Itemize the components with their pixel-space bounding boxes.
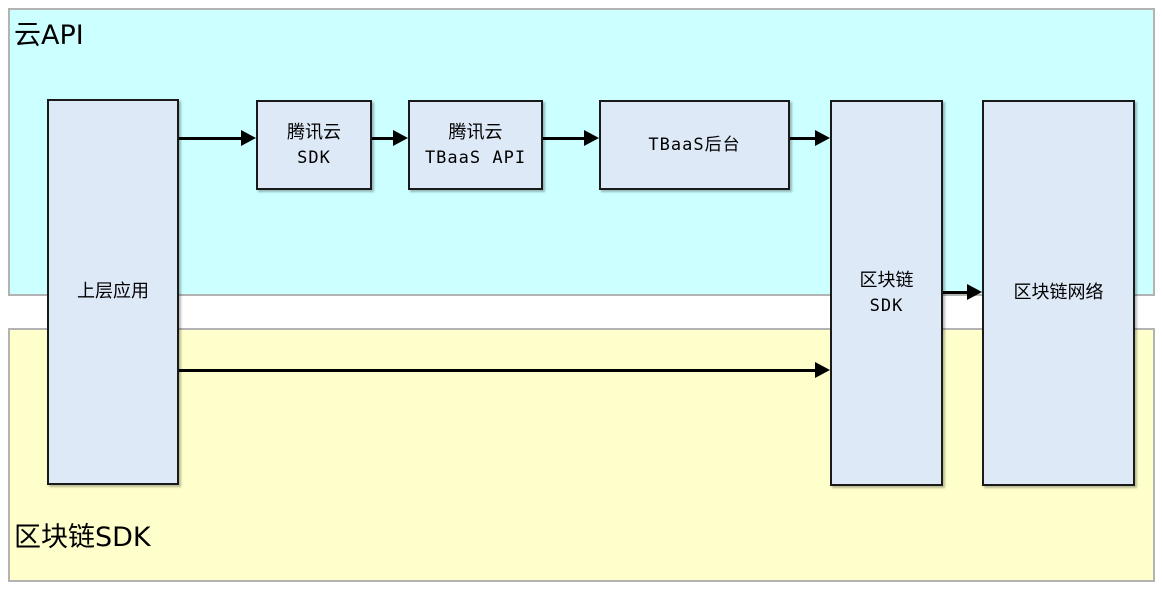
edge-tencent-sdk-to-tbaas-api (372, 137, 393, 140)
arrowhead-app-to-tencent-sdk (241, 130, 256, 146)
node-upper-application-label: 上层应用 (77, 280, 149, 302)
node-blockchain-sdk-label-line2: SDK (869, 295, 904, 316)
region-cloud-api-label: 云API (14, 20, 84, 51)
arrowhead-blockchain-sdk-to-blockchain-network (967, 284, 982, 300)
region-cloud-api (8, 8, 1155, 296)
node-upper-application[interactable]: 上层应用 (47, 99, 179, 485)
node-blockchain-network-label: 区块链网络 (1013, 281, 1104, 303)
arrowhead-tbaas-backend-to-blockchain-sdk (815, 130, 830, 146)
node-tbaas-backend[interactable]: TBaaS后台 (599, 100, 790, 190)
edge-app-to-blockchain-sdk (179, 369, 815, 372)
edge-tbaas-api-to-tbaas-backend (543, 137, 584, 140)
node-tencent-cloud-tbaas-api[interactable]: 腾讯云 TBaaS API (408, 100, 543, 190)
node-tencent-cloud-sdk[interactable]: 腾讯云 SDK (256, 100, 372, 190)
node-tbaas-backend-label: TBaaS后台 (648, 134, 741, 155)
arrowhead-tencent-sdk-to-tbaas-api (393, 130, 408, 146)
region-blockchain-sdk-label: 区块链SDK (14, 522, 151, 553)
arrowhead-app-to-blockchain-sdk (815, 362, 830, 378)
node-tencent-cloud-sdk-label-line2: SDK (297, 147, 331, 168)
arrowhead-tbaas-api-to-tbaas-backend (584, 130, 599, 146)
edge-tbaas-backend-to-blockchain-sdk (790, 137, 815, 140)
node-tencent-cloud-tbaas-api-label-line1: 腾讯云 (448, 121, 503, 143)
node-blockchain-sdk-label-line1: 区块链 (859, 269, 914, 291)
edge-app-to-tencent-sdk (179, 137, 241, 140)
node-blockchain-network[interactable]: 区块链网络 (982, 100, 1135, 486)
node-tencent-cloud-tbaas-api-label-line2: TBaaS API (424, 147, 527, 168)
edge-blockchain-sdk-to-blockchain-network (943, 291, 967, 294)
node-blockchain-sdk[interactable]: 区块链 SDK (830, 100, 943, 486)
node-tencent-cloud-sdk-label-line1: 腾讯云 (287, 121, 341, 143)
